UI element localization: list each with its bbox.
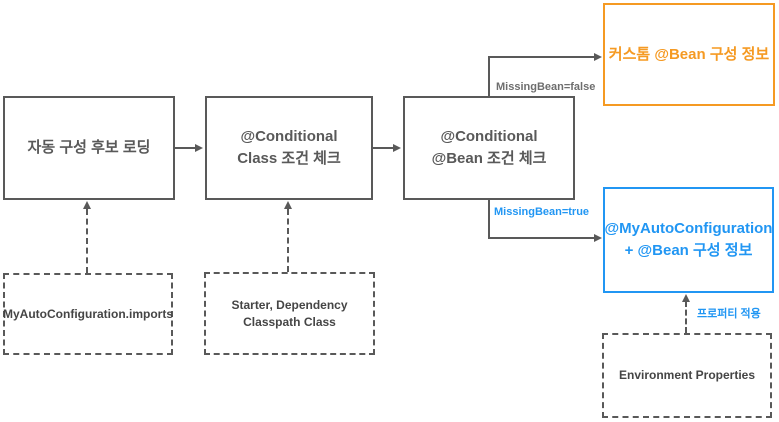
arrow-missingbean-false-head: [594, 53, 602, 61]
box-custom-bean-config-label: 커스톰 @Bean 구성 정보: [608, 45, 770, 63]
box-auto-config-candidate-loading: 자동 구성 후보 로딩: [3, 96, 175, 200]
arrow-imports-to-loading-head: [83, 201, 91, 209]
edge-label-property-apply: 프로퍼티 적용: [697, 308, 761, 320]
box-starter-dependency-classpath: Starter, Dependency Classpath Class: [204, 272, 375, 355]
arrow-load-to-class-line: [175, 147, 197, 149]
box-conditional-class-check-line2: Class 조건 체크: [237, 150, 341, 167]
arrow-envprops-to-myautoconfig-line: [685, 301, 687, 333]
box-auto-config-candidate-loading-label: 자동 구성 후보 로딩: [27, 139, 151, 157]
edge-label-missingbean-false: MissingBean=false: [496, 81, 596, 93]
box-conditional-class-check: @Conditional Class 조건 체크: [205, 96, 373, 200]
box-conditional-bean-check-line2: @Bean 조건 체크: [431, 150, 547, 167]
box-starter-dependency-classpath-line1: Starter, Dependency: [231, 297, 348, 312]
box-conditional-bean-check: @Conditional @Bean 조건 체크: [403, 96, 575, 200]
arrow-imports-to-loading-line: [86, 209, 88, 273]
arrow-missingbean-false-horizontal: [488, 56, 595, 58]
box-myautoconfiguration-bean-config: @MyAutoConfiguration + @Bean 구성 정보: [603, 187, 774, 293]
box-environment-properties: Environment Properties: [602, 333, 772, 418]
arrow-envprops-to-myautoconfig-head: [682, 294, 690, 302]
arrow-class-to-bean-head: [393, 144, 401, 152]
box-environment-properties-label: Environment Properties: [618, 368, 756, 383]
box-custom-bean-config: 커스톰 @Bean 구성 정보: [603, 3, 775, 106]
arrow-missingbean-true-vertical: [488, 200, 490, 239]
box-starter-dependency-classpath-line2: Classpath Class: [243, 314, 336, 329]
arrow-missingbean-false-vertical: [488, 56, 490, 96]
arrow-load-to-class-head: [195, 144, 203, 152]
arrow-missingbean-true-head: [594, 234, 602, 242]
arrow-classpath-to-class-line: [287, 209, 289, 272]
box-myautoconfiguration-bean-config-line2: + @Bean 구성 정보: [624, 242, 753, 259]
box-myautoconfiguration-imports-label: MyAutoConfiguration.imports: [3, 306, 173, 321]
box-conditional-class-check-line1: @Conditional: [240, 128, 338, 146]
box-conditional-bean-check-line1: @Conditional: [440, 128, 538, 146]
edge-label-missingbean-true: MissingBean=true: [494, 206, 590, 218]
box-myautoconfiguration-imports: MyAutoConfiguration.imports: [3, 273, 173, 355]
box-myautoconfiguration-bean-config-line1: @MyAutoConfiguration: [604, 220, 773, 238]
arrow-classpath-to-class-head: [284, 201, 292, 209]
arrow-class-to-bean-line: [373, 147, 395, 149]
arrow-missingbean-true-horizontal: [488, 237, 595, 239]
